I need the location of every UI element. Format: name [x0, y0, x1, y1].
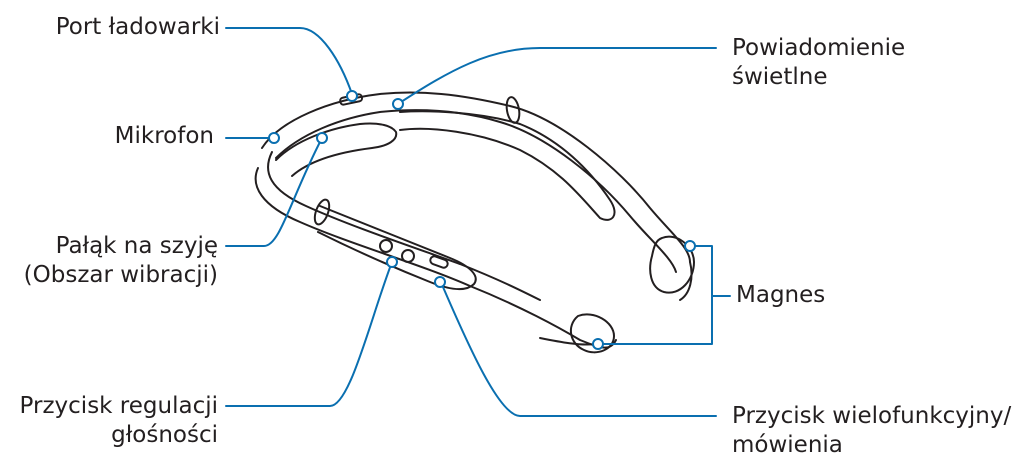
label-volume: Przycisk regulacji głośności	[20, 392, 218, 450]
volume-minus-symbol	[401, 249, 415, 263]
label-neckband-line2: (Obszar wibracji)	[23, 262, 218, 288]
band-ring-2	[505, 96, 521, 124]
neckband-headset-illustration	[254, 91, 695, 354]
endpoint-magnet-right	[684, 240, 696, 252]
endpoint-magnet-bottom	[592, 338, 604, 350]
label-magnet: Magnes	[736, 281, 825, 310]
label-notification-line2: świetlne	[732, 64, 828, 90]
endpoint-notification	[392, 98, 404, 110]
endpoint-neckband	[316, 132, 328, 144]
label-magnet-text: Magnes	[736, 282, 826, 308]
multifunction-key	[429, 255, 449, 269]
label-volume-line1: Przycisk regulacji	[19, 393, 218, 419]
leader-neckband	[225, 137, 323, 247]
label-notification: Powiadomienie świetlne	[732, 34, 905, 92]
band-outer-edge	[254, 167, 617, 349]
label-multifunction-line2: mówienia	[732, 432, 843, 458]
endpoint-volume	[386, 256, 398, 268]
endpoint-charging-port	[346, 90, 358, 102]
label-multifunction: Przycisk wielofunkcyjny/ mówienia	[732, 402, 1011, 460]
volume-plus-symbol	[379, 239, 393, 253]
endpoint-microphone	[268, 132, 280, 144]
cable-bottom	[539, 337, 597, 346]
leader-volume	[225, 261, 393, 407]
band-inner-arc	[399, 110, 616, 221]
leader-notification	[397, 47, 717, 105]
label-neckband-line1: Pałąk na szyję	[55, 233, 218, 259]
label-charging-port: Port ładowarki	[56, 13, 220, 42]
button-housing	[317, 205, 477, 290]
cable-right	[679, 261, 693, 301]
leader-magnet	[597, 245, 731, 345]
label-charging-port-text: Port ładowarki	[55, 14, 220, 40]
label-multifunction-line1: Przycisk wielofunkcyjny/	[732, 403, 1012, 429]
left-housing	[275, 122, 398, 177]
label-neckband: Pałąk na szyję (Obszar wibracji)	[24, 232, 218, 290]
label-microphone: Mikrofon	[115, 122, 214, 151]
rear-band-bottom	[275, 109, 677, 273]
leader-endpoints	[268, 90, 696, 350]
leader-multifunction	[439, 279, 717, 417]
leader-charging-port	[225, 27, 353, 95]
rear-band-top	[261, 91, 691, 263]
label-microphone-text: Mikrofon	[114, 123, 214, 149]
band-ring-1	[313, 198, 331, 226]
label-notification-line1: Powiadomienie	[732, 35, 906, 61]
leader-lines	[225, 27, 731, 417]
endpoint-multifunction	[434, 276, 446, 288]
band-inner-edge	[267, 151, 541, 301]
label-volume-line2: głośności	[111, 422, 218, 448]
earbud-left	[569, 313, 615, 354]
